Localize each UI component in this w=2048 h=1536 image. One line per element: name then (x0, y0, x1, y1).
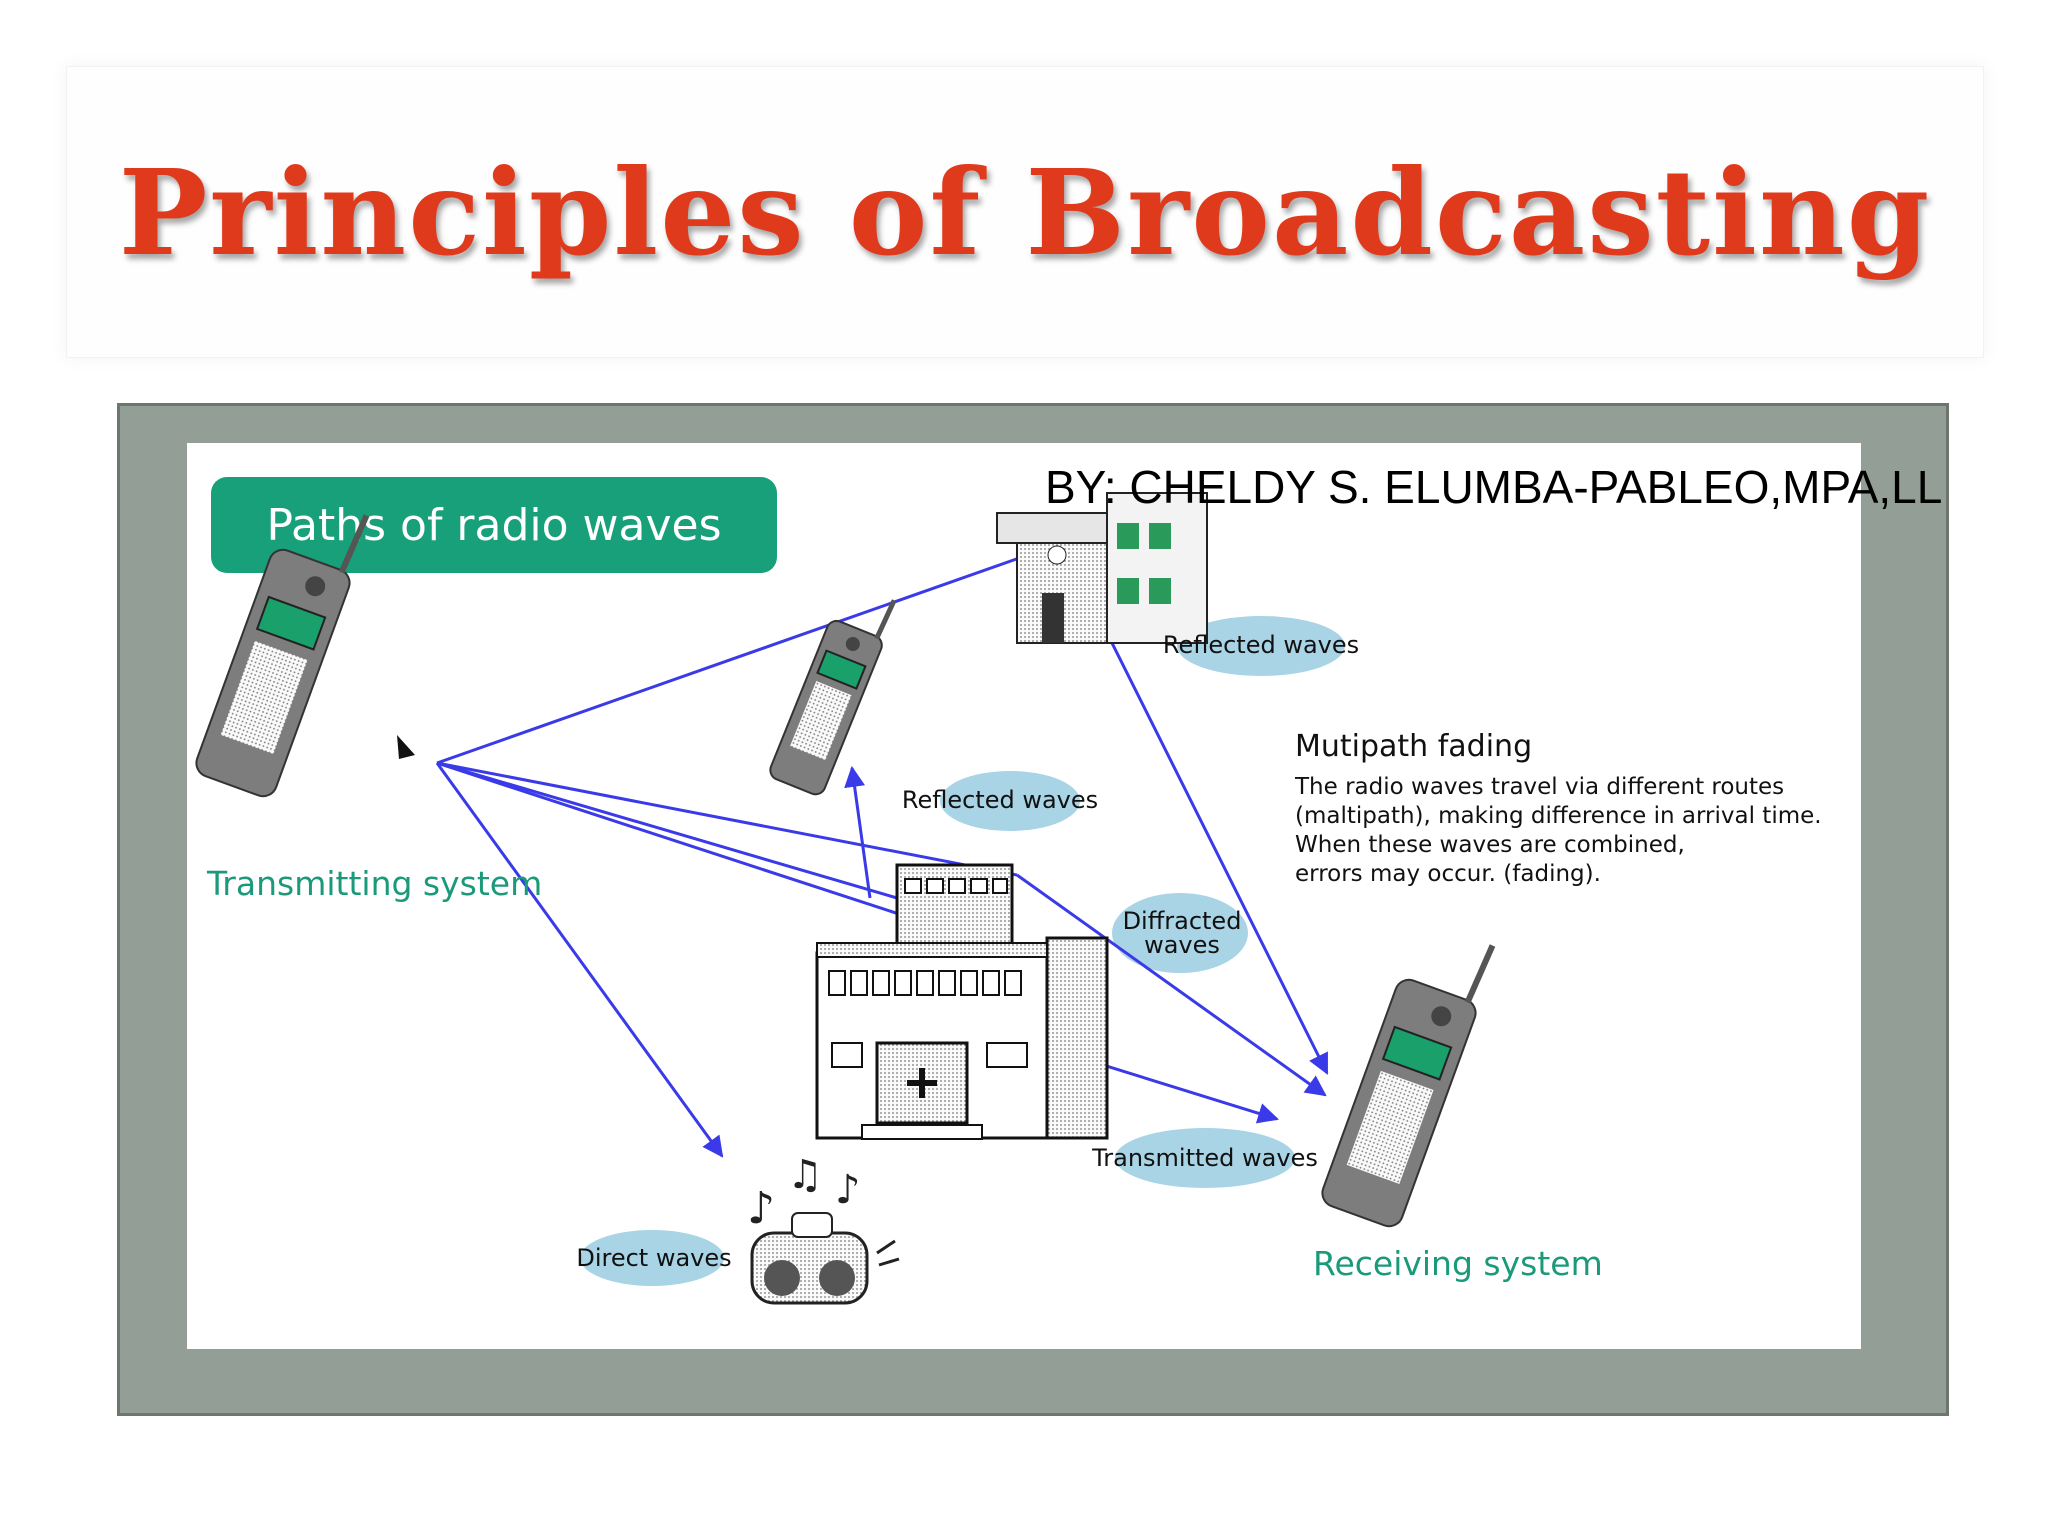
transmitted-waves-label: Transmitted waves (1091, 1144, 1318, 1172)
wave-direct (435, 762, 724, 1158)
wave-to-building-2 (436, 761, 903, 917)
wave-to-building-3 (436, 761, 1018, 877)
transmitting-system-label: Transmitting system (206, 864, 542, 903)
bubble-direct (580, 1230, 724, 1286)
transmitting-phone-icon (195, 514, 370, 798)
wave-diffracted (1016, 873, 1327, 1097)
note-line: errors may occur. (fading). (1295, 861, 1601, 887)
wave-reflected-mid (844, 765, 872, 899)
transmit-pointer (397, 735, 415, 759)
radio-waves-diagram: Paths of radio waves (187, 443, 1861, 1349)
diffracted-waves-label-1: Diffracted (1123, 907, 1242, 935)
slide-title: Principles of Broadcasting (118, 142, 1932, 282)
bubble-reflected-top (1177, 616, 1345, 676)
title-banner: Principles of Broadcasting (66, 66, 1984, 358)
note-line: When these waves are combined, (1295, 832, 1685, 858)
reflected-waves-mid-label: Reflected waves (902, 786, 1098, 814)
receiving-phone-icon (1321, 944, 1496, 1228)
music-note-icon: ♪ (835, 1167, 861, 1213)
direct-waves-label: Direct waves (576, 1244, 731, 1272)
upper-building-icon (996, 492, 1208, 644)
middle-phone-icon (769, 599, 897, 796)
bubble-reflected-mid (940, 771, 1080, 831)
receiving-system-label: Receiving system (1313, 1244, 1603, 1283)
music-note-icon: ♪ (747, 1183, 775, 1234)
diffracted-waves-label-2: waves (1144, 931, 1220, 959)
diagram-canvas: Paths of radio waves (195, 477, 1822, 1305)
main-building-icon (815, 863, 1109, 1140)
wave-to-building-1 (436, 761, 898, 900)
multipath-fading-title: Mutipath fading (1295, 729, 1532, 764)
bubble-transmitted (1115, 1128, 1295, 1188)
diagram-heading: Paths of radio waves (266, 500, 721, 551)
reflected-waves-top-label: Reflected waves (1163, 631, 1359, 659)
note-line: (maltipath), making difference in arriva… (1295, 803, 1822, 829)
music-note-icon: ♫ (787, 1152, 823, 1198)
author-byline: BY: CHELDY S. ELUMBA-PABLEO,MPA,LL (1045, 461, 1943, 513)
radio-boombox-icon: ♪ ♫ ♪ (747, 1152, 900, 1305)
wave-to-upper-building (436, 541, 1063, 765)
note-line: The radio waves travel via different rou… (1294, 774, 1784, 800)
bubble-diffracted (1112, 893, 1248, 973)
multipath-fading-text: The radio waves travel via different rou… (1294, 774, 1822, 887)
